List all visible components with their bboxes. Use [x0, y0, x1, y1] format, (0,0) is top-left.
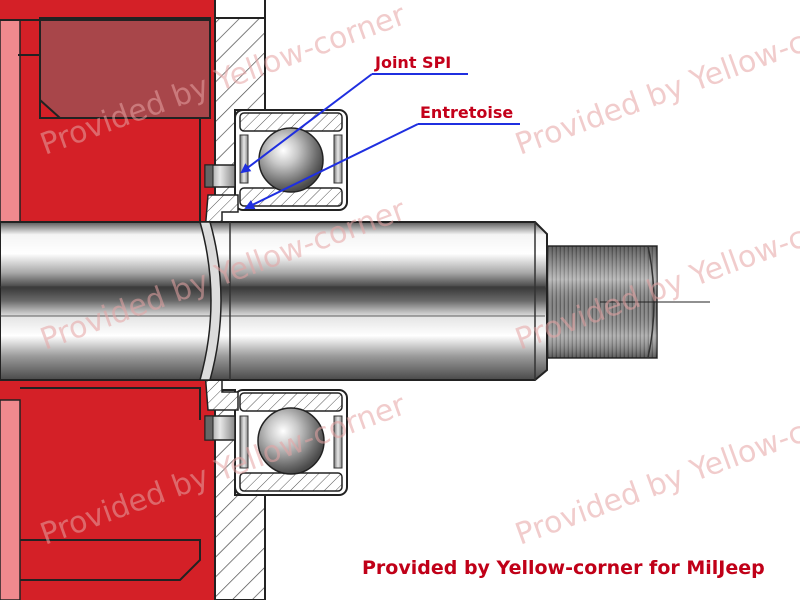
shaft [0, 221, 710, 381]
bearing-ball [257, 407, 325, 475]
watermark-text: Provided by Yellow-corner [511, 387, 800, 552]
bearing-ball [258, 127, 324, 193]
ball-bearing-top [234, 109, 348, 211]
label-joint-spi: Joint SPI [374, 53, 451, 72]
spi-seal-bottom [204, 415, 236, 441]
spi-seal-top [204, 164, 236, 188]
ball-bearing-bottom [234, 389, 348, 496]
callout-joint-spi: Joint SPI [240, 53, 468, 174]
label-entretoise: Entretoise [420, 103, 513, 122]
credit-text: Provided by Yellow-corner for MilJeep [362, 557, 765, 579]
callout-entretoise: Entretoise [244, 103, 520, 209]
watermark-text: Provided by Yellow-corner [511, 0, 800, 163]
